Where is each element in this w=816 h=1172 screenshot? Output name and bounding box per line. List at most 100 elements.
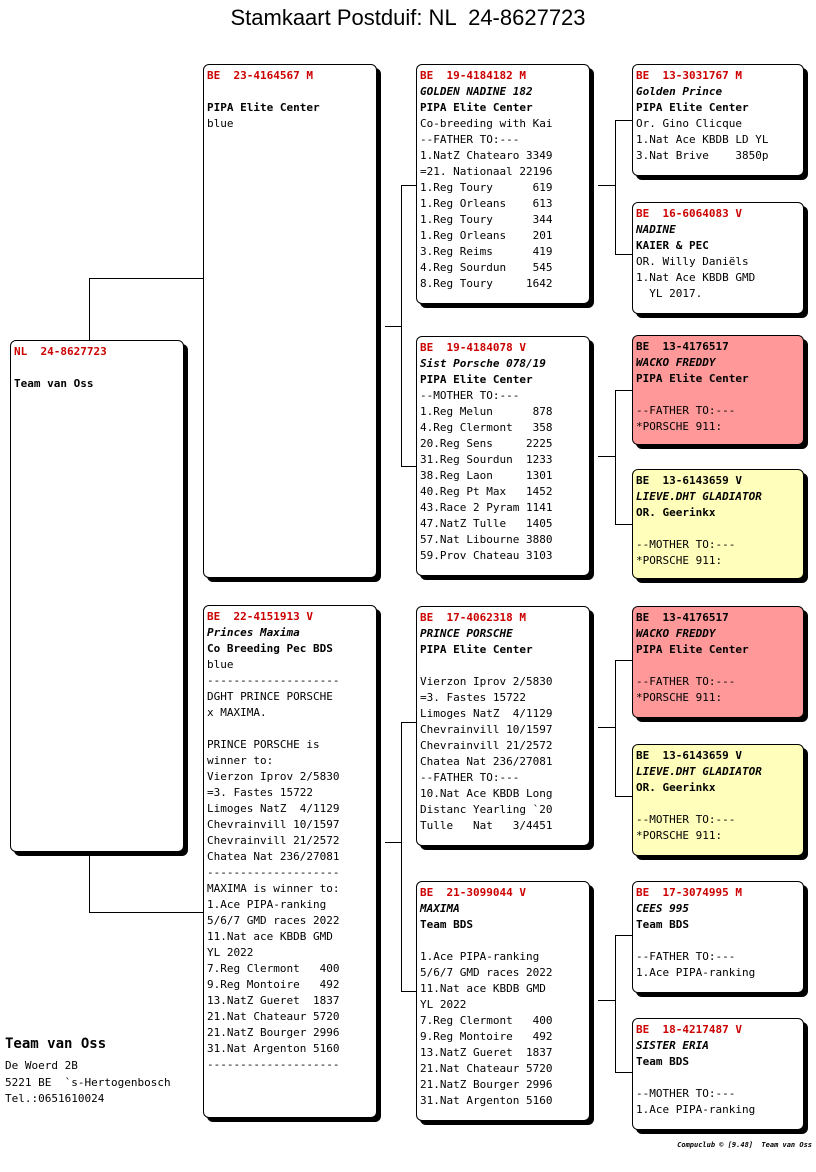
pedigree-line: 11.Nat ace KBDB GMD [207,930,333,943]
pedigree-line: 21.Nat Chateaur 5720 [207,1010,340,1023]
pigeon-name: Sist Porsche 078/19 [420,357,546,370]
pigeon-name: WACKO FREDDY [636,356,716,369]
pedigree-line: 11.Nat ace KBDB GMD [420,982,546,995]
ring-number: BE 13-6143659 V [636,474,742,487]
pedigree-line: OR. Willy Daniëls [636,255,749,268]
pedigree-line: 3.Reg Reims 419 [420,245,553,258]
pedigree-line: Co-breeding with Kai [420,117,553,130]
pedigree-line: 21.NatZ Bourger 2996 [207,1026,340,1039]
pedigree-line: KAIER & PEC [636,239,709,252]
connector-line [89,912,204,913]
pedigree-line: Team BDS [636,918,689,931]
pedigree-line: 9.Reg Montoire 492 [420,1030,553,1043]
pedigree-line: 31.Reg Sourdun 1233 [420,453,553,466]
connector-line [401,185,417,186]
connector-line [615,1072,632,1073]
ring-number: BE 22-4151913 V [207,610,313,623]
pedigree-line: 43.Race 2 Pyram 1141 [420,501,553,514]
ring-number: BE 13-6143659 V [636,749,742,762]
connector-line [89,278,90,341]
pedigree-line: 1.Ace PIPA-ranking [207,898,327,911]
pedigree-line: Or. Gino Clicque [636,117,742,130]
pedigree-line: x MAXIMA. [207,706,267,719]
pedigree-line [636,658,800,674]
connector-line [615,660,616,797]
pedigree-line: Chatea Nat 236/27081 [207,850,340,863]
connector-line [615,390,616,525]
pedigree-line: 1.Reg Toury 344 [420,213,553,226]
pedigree-line: Chevrainvill 21/2572 [420,739,553,752]
page-title: Stamkaart Postduif: NL 24-8627723 [230,5,586,30]
pedigree-line: Chevrainvill 10/1597 [420,723,553,736]
pigeon-name [14,360,180,376]
pedigree-line: 1.Ace PIPA-ranking [636,1103,756,1116]
pedigree-line: blue [207,117,234,130]
connector-line [615,935,632,936]
pedigree-line: PIPA Elite Center [636,372,749,385]
pedigree-line: 5/6/7 GMD races 2022 [207,914,340,927]
ring-number: BE 23-4164567 M [207,69,313,82]
pedigree-line: PIPA Elite Center [207,101,320,114]
pedigree-line: PIPA Elite Center [420,373,533,386]
pedigree-line [636,933,800,949]
pedigree-line: 5/6/7 GMD races 2022 [420,966,553,979]
owner-phone: Tel.:0651610024 [5,1092,105,1105]
pedigree-line [636,796,800,812]
pigeon-name: MAXIMA [420,902,460,915]
pigeon-name: NADINE [636,223,676,236]
pedigree-line: PRINCE PORSCHE is [207,738,320,751]
pedigree-line: 20.Reg Sens 2225 [420,437,553,450]
connector-line [401,722,402,992]
pedigree-line: PIPA Elite Center [636,101,749,114]
pedigree-line: 1.NatZ Chatearo 3349 [420,149,553,162]
pedigree-line: PIPA Elite Center [420,101,533,114]
connector-line [598,185,616,186]
pedigree-line: YL 2017. [636,287,703,300]
connector-line [401,722,417,723]
pedigree-line: --FATHER TO:--- [420,133,520,146]
pedigree-line: =3. Fastes 15722 [207,786,313,799]
pedigree-line: Vierzon Iprov 2/5830 [420,675,553,688]
ring-number: BE 21-3099044 V [420,886,526,899]
pedigree-line: 3.Nat Brive 3850p [636,149,769,162]
pedigree-line: =3. Fastes 15722 [420,691,526,704]
connector-line [89,278,204,279]
connector-line [401,991,417,992]
pedigree-line: Chevrainvill 10/1597 [207,818,340,831]
pigeon-card-sire[interactable]: BE 23-4164567 M PIPA Elite Center blue [203,64,377,578]
ring-number: BE 19-4184078 V [420,341,526,354]
pigeon-name: Golden Prince [636,85,723,98]
pedigree-line: Team BDS [420,918,473,931]
pedigree-line: 21.NatZ Bourger 2996 [420,1078,553,1091]
pedigree-line [636,387,800,403]
ring-number: BE 13-3031767 M [636,69,742,82]
pedigree-line: blue [207,658,234,671]
ring-number: BE 18-4217487 V [636,1023,742,1036]
pedigree-line: *PORSCHE 911: [636,420,723,433]
pedigree-line: Co Breeding Pec BDS [207,642,333,655]
pedigree-line: 13.NatZ Gueret 1837 [420,1046,553,1059]
pedigree-line: 21.Nat Chateaur 5720 [420,1062,553,1075]
pedigree-line: Vierzon Iprov 2/5830 [207,770,340,783]
pedigree-line: -------------------- [207,1058,340,1071]
pedigree-line [636,1070,800,1086]
pedigree-line: -------------------- [207,674,340,687]
pedigree-line: Limoges NatZ 4/1129 [207,802,340,815]
pedigree-line: --MOTHER TO:--- [636,1087,736,1100]
pedigree-line: *PORSCHE 911: [636,829,723,842]
pedigree-line: PIPA Elite Center [636,643,749,656]
